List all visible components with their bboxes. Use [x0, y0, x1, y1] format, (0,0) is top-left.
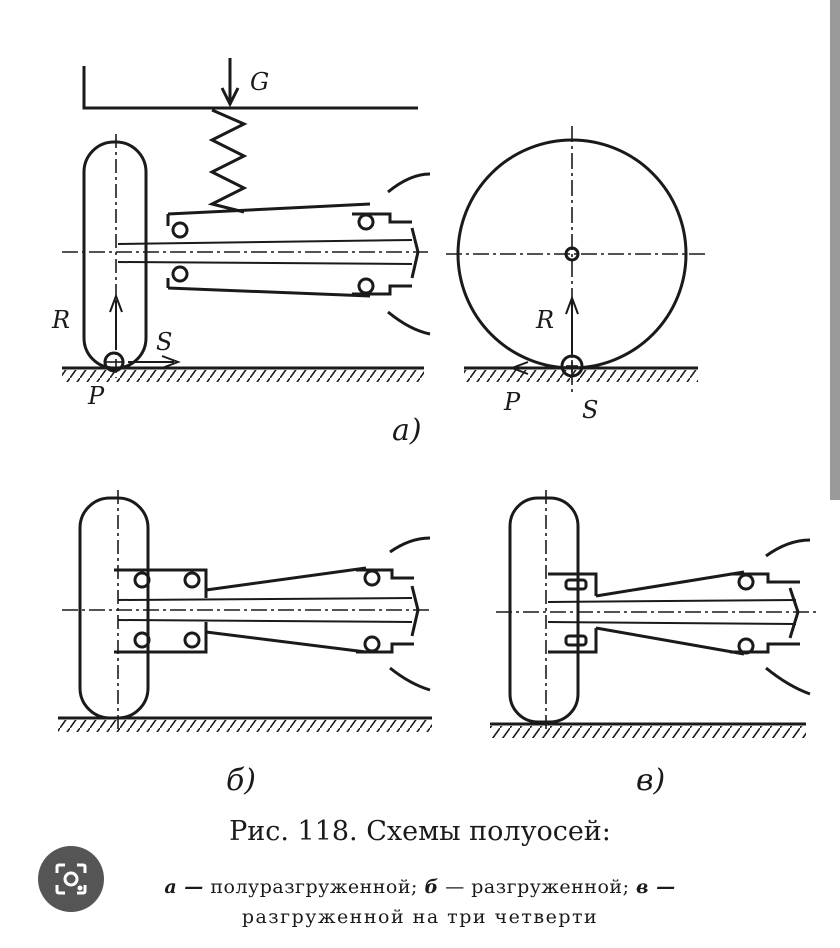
caption-key-v: в — — [636, 876, 676, 898]
label-force-p-left: P — [87, 382, 105, 410]
label-force-s-left: S — [156, 328, 172, 356]
sublabel-b: б) — [226, 763, 256, 798]
label-force-g: G — [250, 68, 269, 96]
panel-v-three-quarter-scheme — [490, 490, 820, 738]
panel-a-semi-floating-scheme — [62, 58, 431, 382]
label-force-s-right: S — [582, 396, 598, 424]
caption-line-1: а — полуразгруженной; б — разгруженной; … — [0, 876, 840, 898]
sublabel-v: в) — [636, 763, 665, 798]
caption-key-a: а — — [164, 876, 204, 898]
label-force-p-right: P — [503, 388, 521, 416]
wheel-v — [508, 496, 580, 724]
caption-text-b: — разгруженной; — [438, 876, 637, 898]
scroll-edge — [830, 0, 840, 500]
caption-text-a: полуразгруженной; — [203, 876, 425, 898]
label-force-r-left: R — [51, 306, 70, 334]
panel-b-full-floating-scheme — [58, 490, 432, 732]
caption-line-2: разгруженной на три четверти — [241, 906, 599, 928]
caption-title: Рис. 118. Схемы полуосей: — [229, 816, 611, 847]
leaf-spring — [207, 108, 248, 214]
label-force-r-right: R — [535, 306, 554, 334]
sublabel-a: a) — [392, 413, 422, 448]
lens-search-icon — [55, 863, 87, 895]
panel-a-wheel-side-view — [446, 126, 706, 392]
caption-key-b: б — [424, 876, 439, 898]
vehicle-frame — [82, 66, 418, 110]
wheel-b — [78, 496, 150, 720]
lens-search-button[interactable] — [38, 846, 104, 912]
